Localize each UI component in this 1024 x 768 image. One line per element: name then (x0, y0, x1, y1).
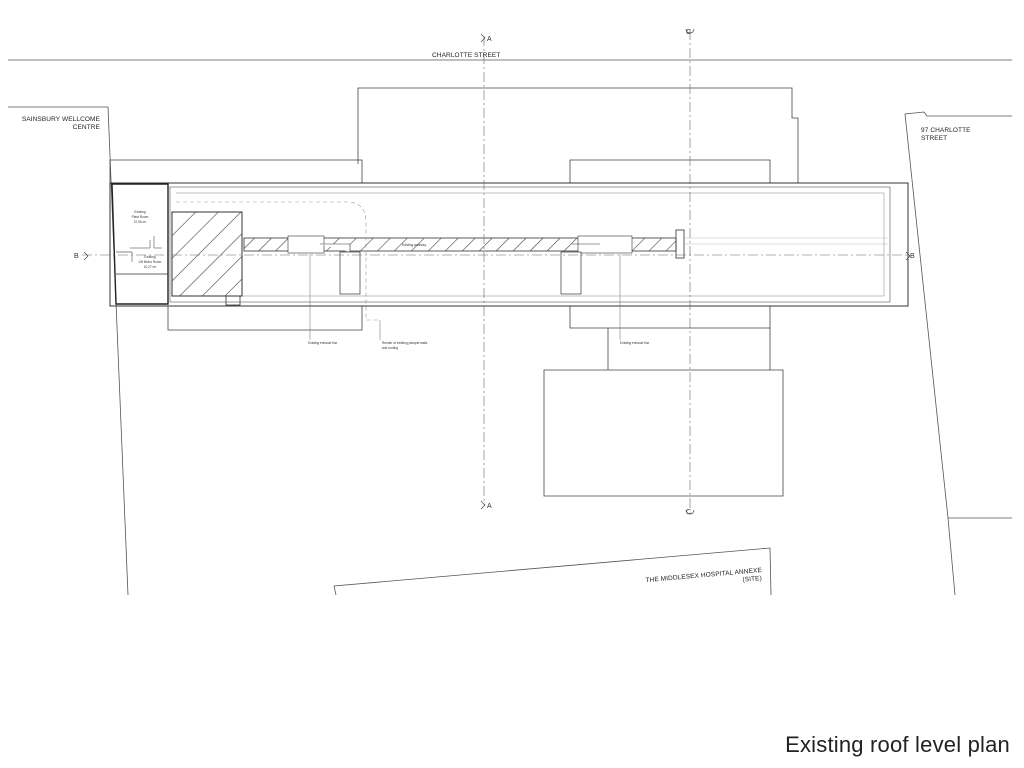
adjacent-buildings (109, 87, 799, 497)
dashed-parapet (176, 201, 378, 321)
note-render-line2: and roofing (382, 346, 398, 350)
section-a-top: A (487, 36, 492, 43)
street-boundary (8, 59, 1012, 596)
street-label-charlotte: CHARLOTTE STREET (432, 52, 500, 59)
note-leaders (309, 254, 621, 340)
drawing-title: Existing roof level plan (785, 732, 1010, 757)
walkway-label: Existing walkway (402, 243, 426, 247)
plant-room-label-1: Existing (134, 210, 145, 214)
plant-room-label-2: Plant Room (132, 215, 149, 219)
street-label-97-line1: 97 CHARLOTTE (921, 127, 971, 134)
lift-room-label-2: Lift Motor Room (139, 260, 162, 264)
core-step (225, 295, 241, 306)
note-render-line1: Render of existing parapet walls (382, 341, 428, 345)
section-c-bottom: C (686, 509, 691, 516)
street-label-middlesex-line2: (SITE) (742, 575, 762, 584)
walkway-details (287, 235, 633, 254)
street-label-sainsbury-line1: SAINSBURY WELLCOME (22, 116, 101, 123)
street-label-97-line2: STREET (921, 135, 947, 142)
section-c-top: C (686, 29, 691, 36)
exhaust-flues (339, 251, 582, 295)
section-b-left: B (74, 253, 79, 260)
section-lines (82, 30, 908, 510)
section-marker-symbols (83, 28, 911, 515)
note-exhaust-left: Existing exhaust flue (308, 341, 337, 345)
walkway-end (675, 229, 685, 259)
street-label-sainsbury-line2: CENTRE (73, 124, 101, 131)
section-a-bottom: A (487, 503, 492, 510)
note-exhaust-right: Existing exhaust flue (620, 341, 649, 345)
lift-room-label-3: 10.27 m² (144, 265, 157, 269)
plant-room-label-3: 37.06 m² (134, 220, 147, 224)
section-b-right: B (910, 253, 915, 260)
hatched-core (171, 211, 243, 297)
lift-room-label-1: Existing (144, 255, 155, 259)
main-roof-block (109, 182, 909, 307)
